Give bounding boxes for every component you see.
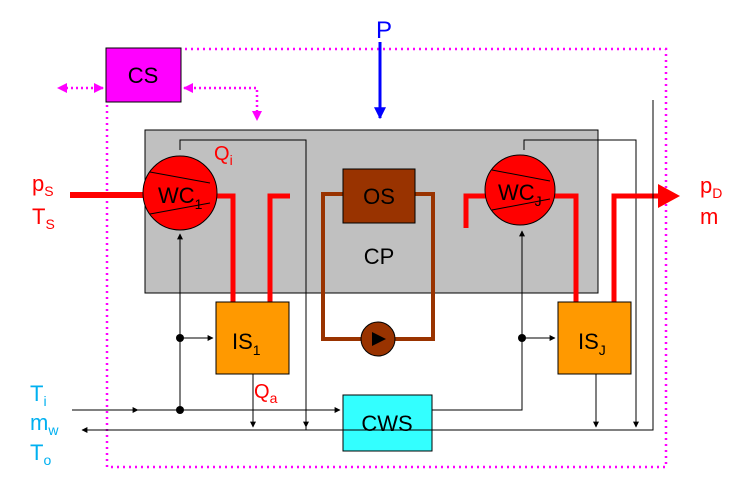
cws-block [342, 394, 433, 452]
oil-pump [360, 321, 396, 357]
svg-text:ISJ: ISJ [578, 329, 606, 358]
wcj-compressor: WCJ [484, 154, 556, 226]
mass-flow-label: m [700, 204, 718, 229]
wc1-label: WC [158, 183, 195, 208]
water-temp-in-label: Ti [30, 381, 47, 409]
water-temp-out-label: To [30, 440, 51, 468]
isj-label: IS [578, 329, 599, 354]
svg-text:WCJ: WCJ [498, 180, 542, 209]
junction-dots [176, 334, 526, 414]
pipe-is1-return [267, 193, 290, 302]
cs-block [105, 47, 182, 103]
os-block [342, 168, 416, 224]
isj-sub: J [599, 342, 606, 358]
wcj-inner-line [523, 139, 637, 418]
svg-text:IS1: IS1 [232, 329, 261, 358]
is1-block [215, 301, 290, 375]
cws-label: CWS [361, 411, 412, 436]
system-boundary [105, 47, 668, 469]
svg-text:WC1: WC1 [158, 183, 203, 212]
wc1-sub: 1 [195, 196, 203, 212]
wcj-label: WC [498, 180, 535, 205]
water-mass-label: mw [30, 410, 59, 438]
cs-label: CS [128, 63, 159, 88]
isj-block [557, 301, 632, 375]
is1-label: IS [232, 329, 253, 354]
wc1-inner-line [179, 139, 307, 430]
pipe-wcj-to-isj [552, 193, 579, 302]
qa-label: Qa [254, 381, 278, 406]
power-label: P [376, 17, 392, 44]
pipe-wcj-inlet [463, 193, 486, 228]
cooling-water-lines [72, 100, 654, 433]
cp-label: CP [364, 244, 395, 269]
cs-right-signal [183, 83, 262, 121]
suction-temp-label: TS [32, 204, 55, 232]
is1-sub: 1 [253, 342, 261, 358]
suction-pressure-label: pS [32, 171, 54, 199]
qi-label: Qi [214, 143, 233, 168]
wc1-compressor: WC1 [142, 155, 218, 231]
wcj-sub: J [535, 193, 542, 209]
discharge-pressure-label: pD [700, 173, 722, 201]
discharge-arrowhead [658, 184, 680, 208]
pipe-isj-to-outlet [611, 193, 660, 302]
os-label: OS [363, 184, 395, 209]
